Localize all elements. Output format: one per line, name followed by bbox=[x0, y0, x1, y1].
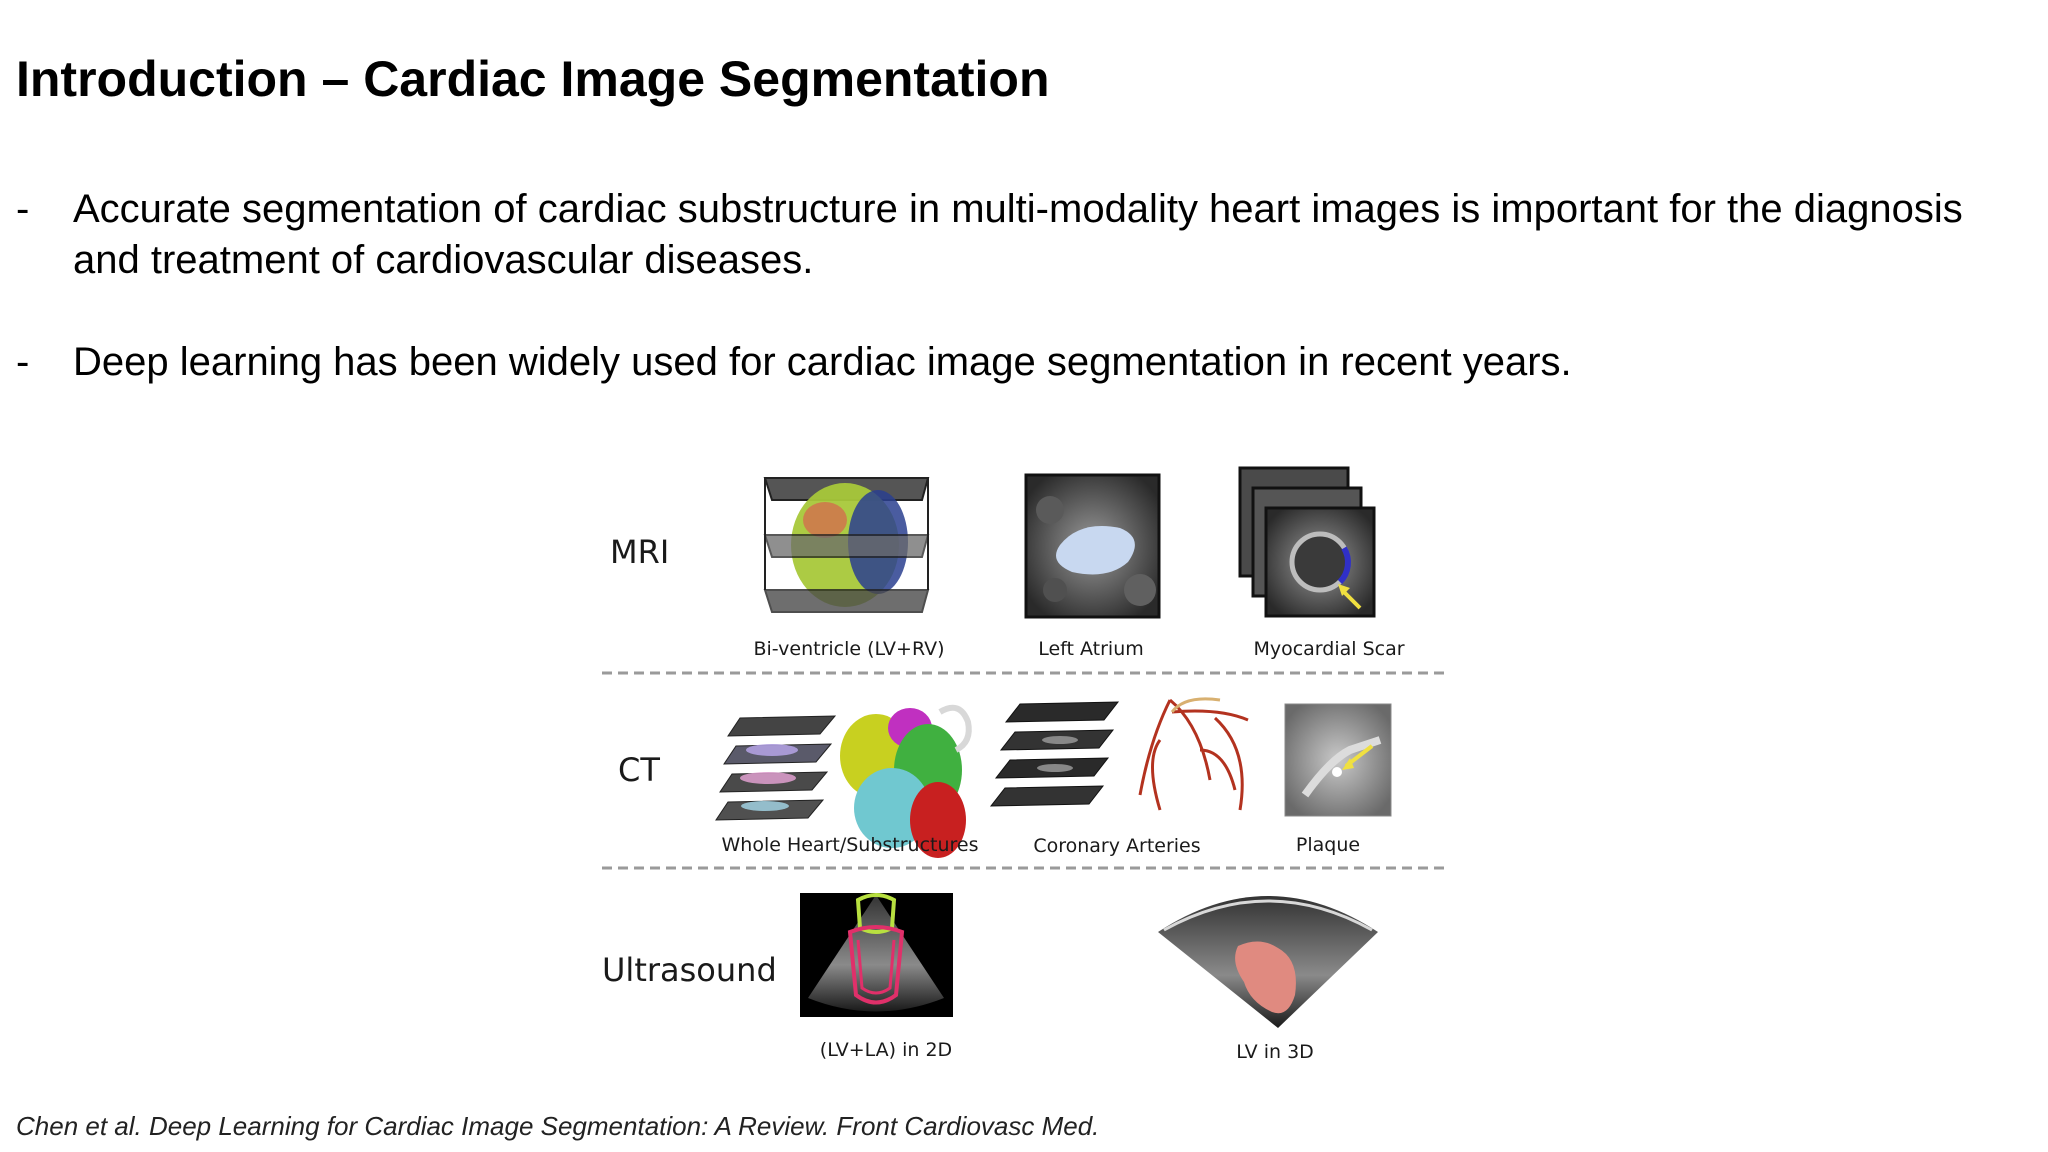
bullet-text: Deep learning has been widely used for c… bbox=[73, 340, 1572, 384]
panel-label: Left Atrium bbox=[1038, 638, 1144, 660]
cardiac-modality-figure: MRI CT Ultrasound Bi-ventricle (LV+RV) L… bbox=[560, 450, 1460, 1090]
row-label-mri: MRI bbox=[610, 533, 669, 571]
stacked-slices-heart-icon bbox=[763, 477, 930, 613]
panel-label: Bi-ventricle (LV+RV) bbox=[753, 638, 944, 660]
figure-canvas: MRI CT Ultrasound Bi-ventricle (LV+RV) L… bbox=[602, 466, 1448, 1063]
bullet-text: Accurate segmentation of cardiac substru… bbox=[73, 187, 1963, 282]
panel-label: Coronary Arteries bbox=[1033, 835, 1200, 857]
echo-3d-lv-icon bbox=[1158, 896, 1378, 1028]
panel-label: Plaque bbox=[1296, 834, 1360, 856]
plaque-ct-icon bbox=[1284, 703, 1392, 817]
bullet-item: - Accurate segmentation of cardiac subst… bbox=[16, 184, 2006, 286]
panel-label: (LV+LA) in 2D bbox=[820, 1039, 952, 1061]
coronary-tree-icon bbox=[989, 697, 1249, 811]
citation: Chen et al. Deep Learning for Cardiac Im… bbox=[16, 1111, 1100, 1141]
panel-label: Whole Heart/Substructures bbox=[721, 834, 978, 856]
panel-label: Myocardial Scar bbox=[1253, 638, 1404, 660]
echo-2d-contour-icon bbox=[800, 893, 953, 1017]
left-atrium-mri-icon bbox=[1024, 473, 1161, 619]
panel-label: LV in 3D bbox=[1236, 1041, 1314, 1063]
whole-heart-model-icon bbox=[715, 704, 972, 858]
stacked-mri-scar-icon bbox=[1238, 466, 1376, 618]
row-label-ct: CT bbox=[618, 751, 660, 789]
bullet-marker: - bbox=[16, 340, 30, 384]
slide-title: Introduction – Cardiac Image Segmentatio… bbox=[16, 51, 1050, 107]
bullet-marker: - bbox=[16, 187, 30, 231]
bullet-item: - Deep learning has been widely used for… bbox=[16, 337, 2006, 388]
row-label-ultrasound: Ultrasound bbox=[602, 951, 777, 989]
